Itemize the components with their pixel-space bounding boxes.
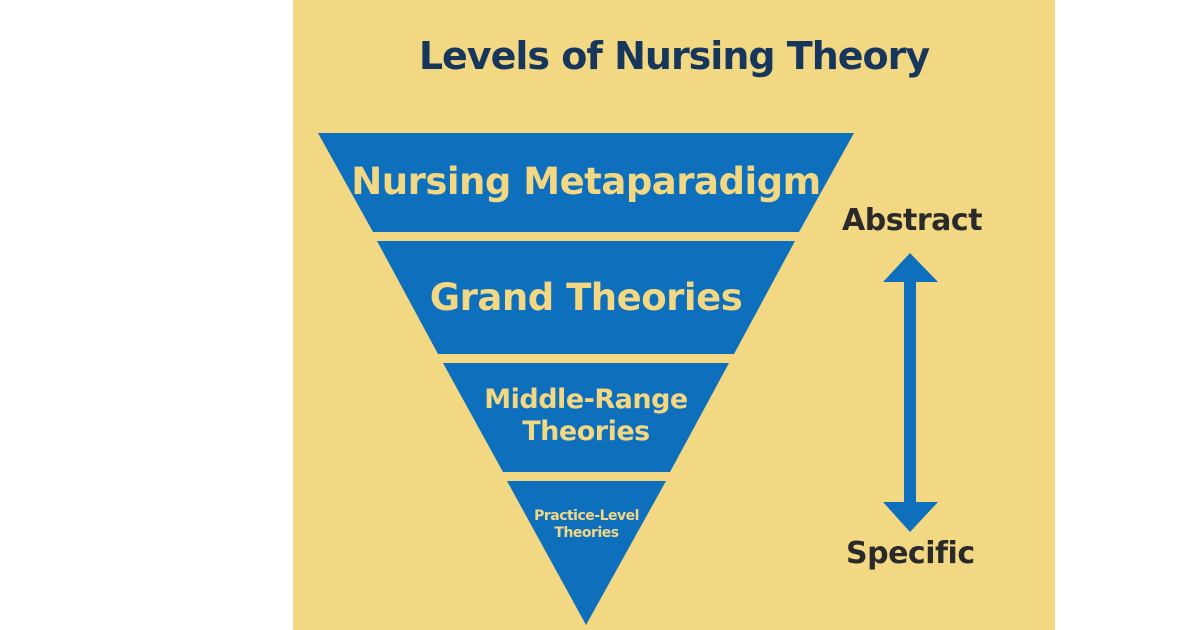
scale-label-abstract: Abstract bbox=[842, 203, 983, 238]
level-label-middle-range-line1: Middle-Range bbox=[484, 384, 688, 415]
scale-label-specific: Specific bbox=[846, 536, 975, 571]
diagram-title: Levels of Nursing Theory bbox=[418, 34, 930, 78]
level-label-metaparadigm: Nursing Metaparadigm bbox=[351, 160, 821, 203]
level-band-metaparadigm bbox=[318, 133, 854, 232]
level-label-practice: Practice-Level Theories bbox=[507, 508, 666, 542]
level-label-middle-range-line2: Theories bbox=[522, 416, 650, 448]
level-label-practice-line2: Theories bbox=[554, 524, 619, 541]
level-label-middle-range: Middle-Range Theories bbox=[443, 384, 729, 449]
level-label-grand: Grand Theories bbox=[429, 276, 743, 319]
level-label-practice-line1: Practice-Level bbox=[534, 508, 639, 524]
double-arrow-vertical-icon bbox=[883, 253, 938, 532]
level-band-practice bbox=[507, 481, 666, 625]
level-band-middle-range bbox=[443, 363, 729, 472]
level-band-grand bbox=[377, 241, 795, 354]
